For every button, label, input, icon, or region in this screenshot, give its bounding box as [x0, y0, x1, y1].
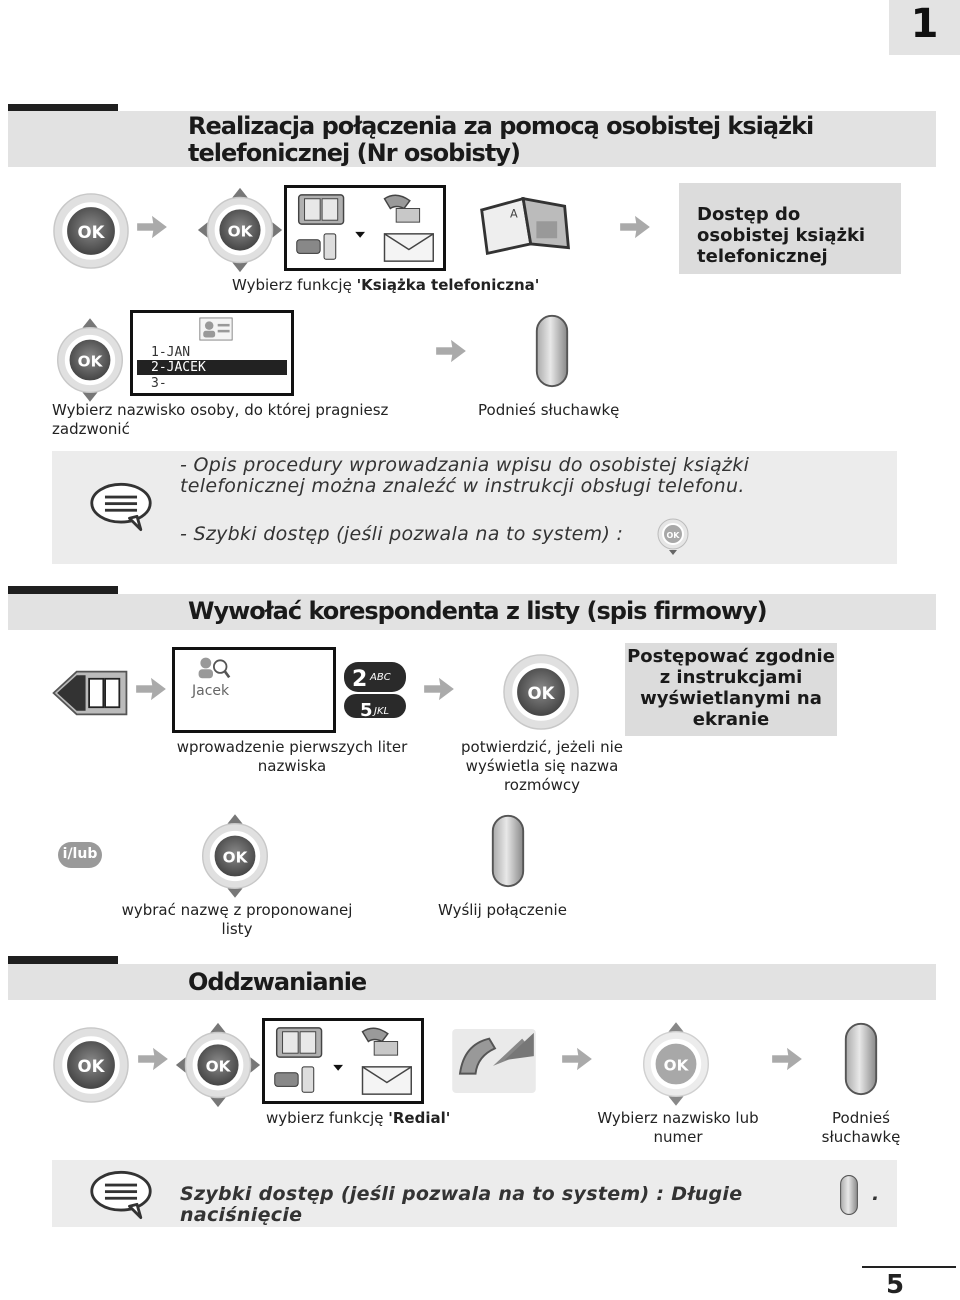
- menu-icons-icon: [287, 188, 443, 268]
- handset-icon[interactable]: [533, 312, 571, 390]
- lift-handset-caption: Podnieś słuchawkę: [478, 401, 620, 419]
- arrow-right-icon: [135, 214, 169, 240]
- ok-updown-icon[interactable]: [197, 812, 273, 900]
- lcd-entry-selected: 2-JACEK: [137, 360, 287, 375]
- user-card-icon: [199, 317, 233, 341]
- directory-key-icon[interactable]: [50, 666, 130, 720]
- note-box: [52, 451, 897, 564]
- lift-handset-caption: Podnieś słuchawkę: [821, 1109, 901, 1146]
- menu-screen: [262, 1018, 424, 1104]
- select-person-caption: Wybierz nazwisko osoby, do której pragni…: [52, 401, 389, 438]
- page-number: 5: [886, 1270, 905, 1300]
- section-title-bar: [8, 964, 936, 1000]
- ok-button-icon[interactable]: [52, 192, 130, 270]
- ok-updown-grey-icon[interactable]: [638, 1020, 714, 1108]
- svg-text:ABC: ABC: [369, 672, 391, 683]
- and-or-badge: i/lub: [58, 842, 102, 868]
- choose-name-number-caption: Wybierz nazwisko lub numer: [597, 1109, 759, 1146]
- chapter-number-tab: 1: [889, 0, 960, 55]
- arrow-right-icon: [560, 1046, 594, 1072]
- keypad-keys-icon[interactable]: 2 ABC 5 JKL: [340, 660, 410, 718]
- search-user-icon: [195, 654, 231, 681]
- choose-name-caption: wybrać nazwę z proponowanej listy: [121, 901, 353, 938]
- arrow-right-icon: [134, 676, 168, 702]
- section2-title: Wywołać korespondenta z listy (spis firm…: [188, 597, 768, 625]
- arrow-right-icon: [422, 676, 456, 702]
- info-speech-icon: [88, 480, 154, 532]
- section1-title: Realizacja połączenia za pomocą osobiste…: [188, 112, 814, 167]
- confirm-caption: potwierdzić, jeżeli nie wyświetla się na…: [461, 738, 623, 794]
- note-line-1: - Opis procedury wprowadzania wpisu do o…: [180, 454, 750, 497]
- svg-text:OK: OK: [667, 531, 681, 540]
- ok-navigator-icon[interactable]: [174, 1021, 262, 1109]
- search-text: Jacek: [192, 683, 230, 699]
- arrow-right-icon: [136, 1046, 170, 1072]
- select-redial-caption: wybierz funkcję 'Redial': [266, 1109, 451, 1127]
- menu-icons-icon: [265, 1021, 421, 1101]
- access-box-text: Dostęp do osobistej książki telefoniczne…: [697, 204, 866, 267]
- section-title-bar: [8, 594, 936, 630]
- handset-icon[interactable]: [489, 812, 527, 890]
- arrow-right-icon: [770, 1046, 804, 1072]
- handset-icon[interactable]: [842, 1020, 880, 1098]
- svg-text:JKL: JKL: [372, 706, 389, 717]
- svg-text:2: 2: [352, 667, 367, 692]
- page-number-rule: [862, 1266, 956, 1268]
- enter-letters-caption: wprowadzenie pierwszych liter nazwiska: [176, 738, 408, 775]
- redial-icon[interactable]: [450, 1027, 538, 1095]
- menu-screen: [284, 185, 446, 271]
- ok-button-icon[interactable]: [502, 653, 580, 731]
- section-title-bar: [8, 111, 936, 167]
- lcd-entry: 1-JAN: [151, 345, 191, 360]
- note-line-2: - Szybki dostęp (jeśli pozwala na to sys…: [180, 523, 624, 545]
- svg-text:5: 5: [360, 700, 373, 718]
- ok-down-icon[interactable]: OK: [654, 516, 692, 556]
- select-function-caption: Wybierz funkcję 'Książka telefoniczna': [232, 276, 540, 294]
- lcd-entry: 3-: [151, 376, 167, 391]
- follow-instructions-text: Postępować zgodnie z instrukcjami wyświe…: [627, 646, 835, 730]
- handset-icon[interactable]: [838, 1174, 860, 1216]
- quick-access-end: .: [872, 1183, 880, 1205]
- send-call-caption: Wyślij połączenie: [438, 901, 567, 919]
- contacts-screen: 1-JAN 2-JACEK 3-: [130, 310, 294, 396]
- ok-updown-icon[interactable]: [52, 316, 128, 404]
- phonebook-icon: [474, 193, 578, 259]
- arrow-right-icon: [434, 338, 468, 364]
- ok-button-icon[interactable]: [52, 1026, 130, 1104]
- arrow-right-icon: [618, 214, 652, 240]
- follow-instructions-box: Postępować zgodnie z instrukcjami wyświe…: [625, 643, 837, 736]
- section3-title: Oddzwanianie: [188, 968, 367, 996]
- quick-access-note: Szybki dostęp (jeśli pozwala na to syste…: [180, 1183, 743, 1226]
- access-box: Dostęp do osobistej książki telefoniczne…: [679, 183, 901, 274]
- info-speech-icon: [88, 1168, 154, 1220]
- ok-navigator-icon[interactable]: [196, 186, 284, 274]
- search-screen: Jacek: [172, 647, 336, 733]
- note-box: [52, 1160, 897, 1227]
